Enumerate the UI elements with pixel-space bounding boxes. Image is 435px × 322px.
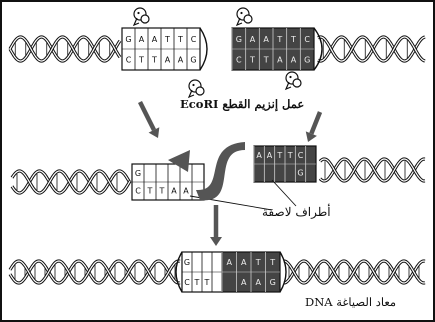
site-base-bottom: C [236, 55, 242, 64]
enzyme-bottom-left [189, 80, 204, 97]
site-base-bottom: T [151, 55, 157, 64]
helix-row2-left [12, 171, 130, 193]
site-base-bottom: T [194, 278, 200, 287]
site-base-bottom: A [291, 55, 297, 64]
site-base-bottom: T [263, 55, 269, 64]
site-base-top: C [304, 35, 310, 44]
site-base-bottom: T [204, 278, 210, 287]
arrow-left-down [140, 102, 159, 138]
site-base-bottom: C [135, 187, 141, 196]
arrow-shaft [140, 102, 154, 130]
site-base-top: C [298, 151, 304, 160]
site-base-bottom: A [256, 278, 262, 287]
site-base-bottom: C [184, 278, 190, 287]
arrow-head [210, 237, 222, 246]
site-row1-light: GCATATTATACG [122, 28, 200, 70]
sticky-ends-caption: أطراف لاصقة [262, 206, 331, 218]
site-base-top: A [250, 35, 256, 44]
recombinant-dna-caption: DNA معاد الصياغة [305, 296, 396, 308]
site-base-top: A [139, 35, 145, 44]
site-base-bottom: A [183, 187, 189, 196]
site-base-top: C [191, 35, 197, 44]
enzyme-eye [289, 76, 291, 78]
site-base-bottom: A [171, 187, 177, 196]
arrow-right-down [306, 112, 320, 142]
enzyme-top-right [237, 8, 252, 25]
enzyme-lobe [293, 79, 301, 87]
site-base-bottom: A [277, 55, 283, 64]
site-base-top: G [135, 169, 141, 178]
site-row1-dark-cap [314, 28, 322, 70]
site-row3-right-cap [280, 252, 286, 292]
site-base-bottom: G [304, 55, 310, 64]
enzyme-eye [137, 12, 139, 14]
site-base-bottom: G [190, 55, 196, 64]
helix-row1-right [318, 37, 425, 61]
site-base-top: T [269, 258, 275, 267]
enzyme-action-caption: عمل إنزيم القطع EcoRI [180, 98, 304, 110]
site-base-bottom: T [249, 55, 255, 64]
site-base-top: A [241, 258, 247, 267]
site-base-top: G [184, 258, 190, 267]
site-row3-left-cap [176, 252, 182, 292]
arrow-shaft [311, 112, 320, 134]
site-base-bottom: G [297, 169, 303, 178]
site-base-top: T [276, 151, 282, 160]
site-base-bottom: T [159, 187, 165, 196]
site-base-top: T [255, 258, 261, 267]
site-base-top: A [227, 258, 233, 267]
helix-row3-right [284, 261, 425, 283]
site-base-bottom: T [147, 187, 153, 196]
helix-row2-right [320, 159, 425, 181]
site-base-top: T [164, 35, 170, 44]
enzyme-lobe [141, 15, 149, 23]
site-base-bottom: A [165, 55, 171, 64]
site-base-top: A [152, 35, 158, 44]
enzyme-lobe [244, 15, 252, 23]
helix-strand-highlight [284, 261, 425, 283]
enzyme-lobe [196, 87, 204, 95]
enzyme-eye [240, 12, 242, 14]
enzyme-eye [192, 84, 194, 86]
site-base-bottom: C [126, 55, 132, 64]
helix-row1-left [10, 37, 120, 61]
site-base-bottom: A [241, 278, 247, 287]
arrow-center-down [210, 205, 222, 246]
site-base-top: T [290, 35, 296, 44]
site-base-bottom: G [270, 278, 276, 287]
site-row1-light-cap [200, 28, 207, 70]
site-base-top: T [287, 151, 293, 160]
site-base-bottom: A [178, 55, 184, 64]
helix-row3-left [10, 261, 180, 283]
site-base-bottom: T [138, 55, 144, 64]
site-base-top: A [256, 151, 262, 160]
pointer-sticky-1 [272, 180, 296, 206]
site-base-top: A [263, 35, 269, 44]
site-base-top: G [125, 35, 131, 44]
site-base-top: T [276, 35, 282, 44]
dna-helices [10, 37, 425, 283]
site-base-top: A [267, 151, 273, 160]
site-base-top: G [236, 35, 242, 44]
enzyme-top-left [134, 8, 149, 25]
site-base-top: T [177, 35, 183, 44]
enzyme-bottom-right [286, 72, 301, 89]
